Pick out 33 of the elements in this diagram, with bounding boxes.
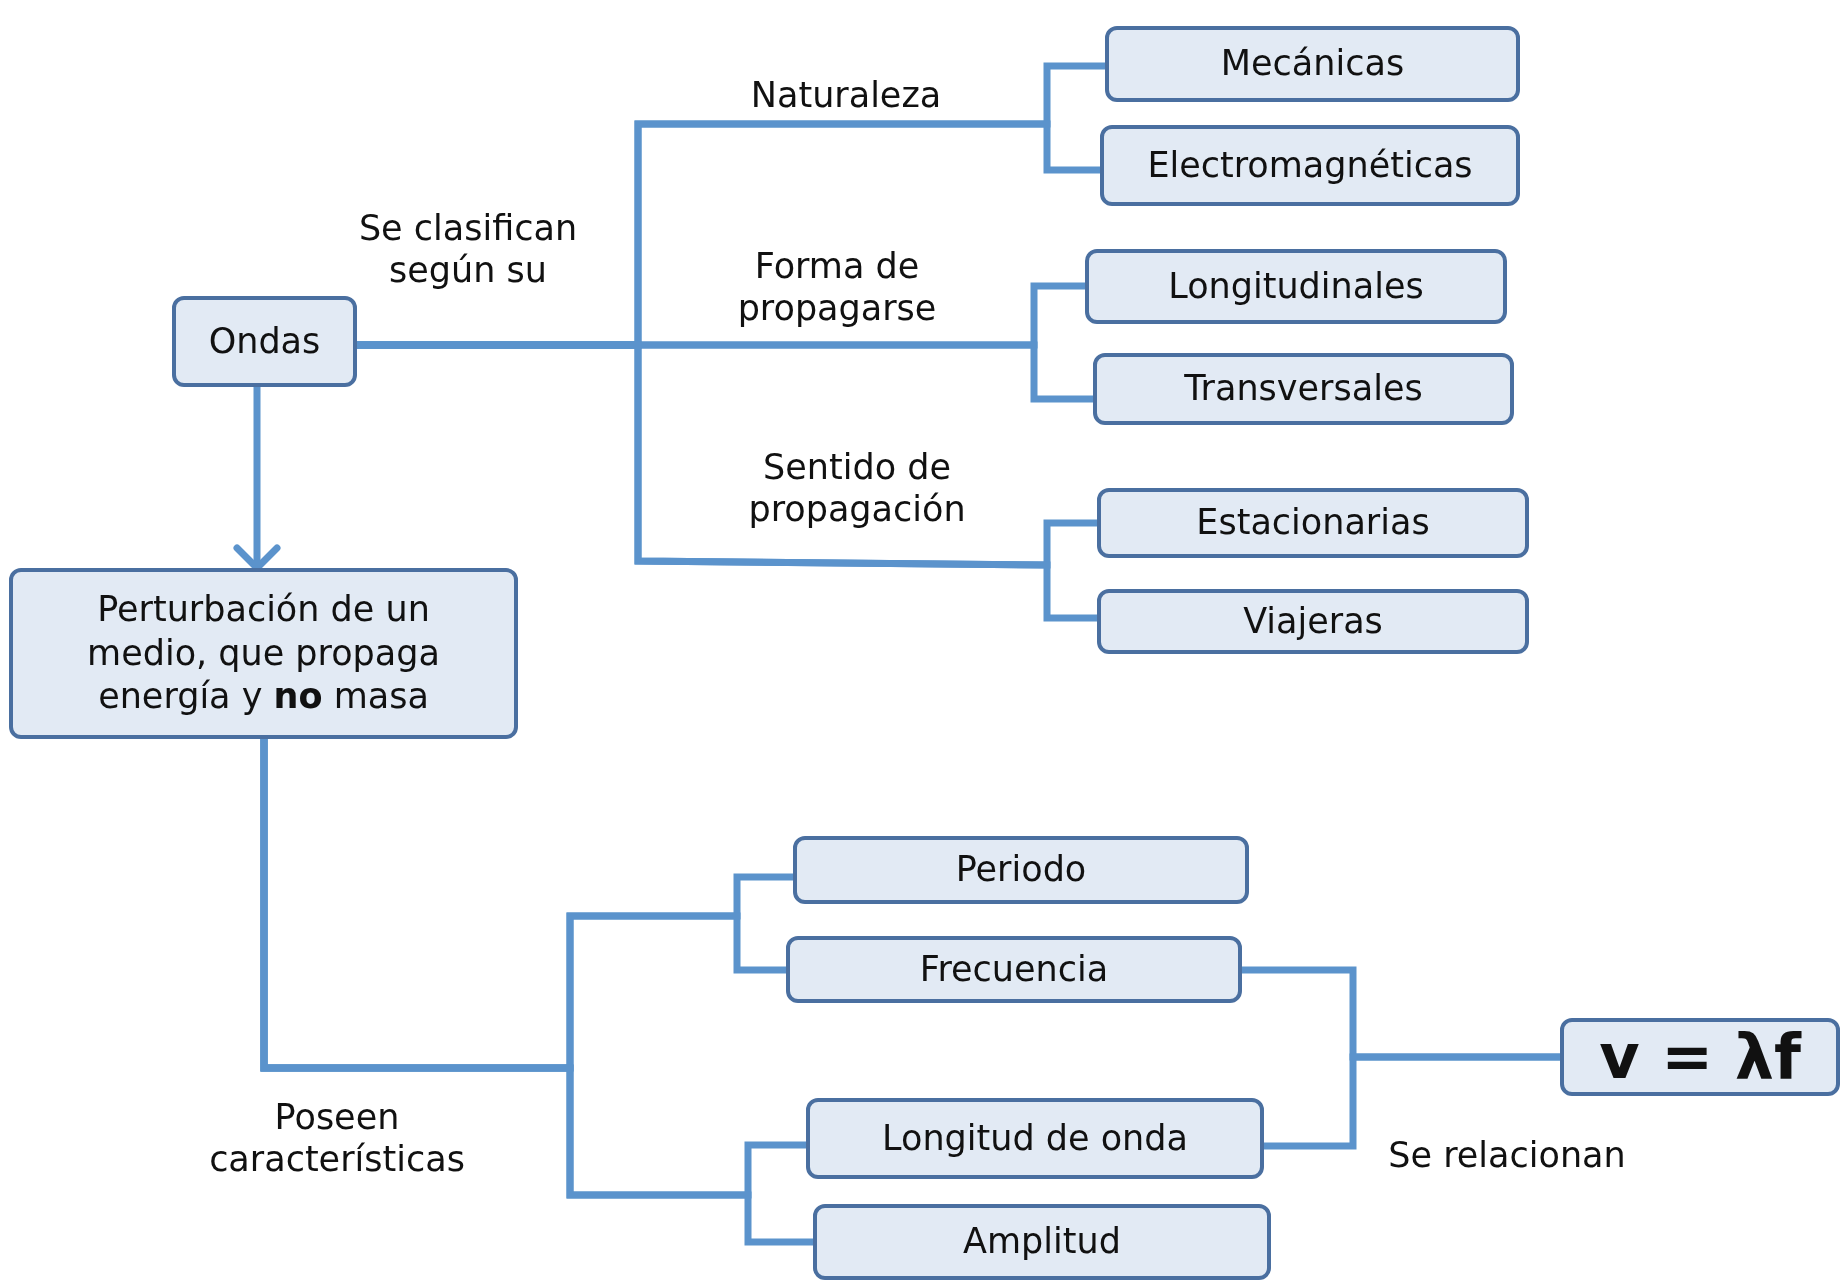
- node-text: Longitudinales: [1168, 264, 1424, 308]
- node-text: Periodo: [955, 848, 1087, 892]
- category-box: [806, 1098, 1264, 1179]
- branch-label: Sentido de propagación: [747, 446, 967, 530]
- branch-label: Poseen características: [208, 1096, 466, 1180]
- node-text: Ondas: [208, 319, 321, 363]
- branch-label: Naturaleza: [750, 74, 942, 116]
- branch-label: Se clasifican según su: [357, 207, 579, 291]
- node-text: Viajeras: [1243, 599, 1383, 643]
- branch-label: Forma de propagarse: [736, 245, 938, 329]
- category-box: [1097, 589, 1529, 654]
- category-box: [1105, 26, 1520, 102]
- category-box: [1093, 353, 1514, 425]
- connector-line: [1264, 1053, 1560, 1150]
- node-text: Mecánicas: [1220, 42, 1405, 86]
- branch-label: Se relacionan: [1387, 1134, 1627, 1176]
- category-box: [1097, 488, 1529, 558]
- node-text: Frecuencia: [919, 947, 1109, 991]
- formula-box: [1560, 1018, 1840, 1096]
- formula-text: v = λf: [1599, 1019, 1801, 1096]
- category-box: [1085, 249, 1507, 324]
- node-text: Electromagnéticas: [1147, 143, 1473, 187]
- category-box: [1100, 125, 1520, 206]
- category-box: [793, 836, 1249, 904]
- definition-box: [9, 568, 518, 739]
- node-text: Perturbación de un medio, que propaga energía y no masa: [86, 587, 441, 719]
- node-text: Estacionarias: [1196, 501, 1430, 545]
- category-box: [813, 1204, 1271, 1280]
- node-text: Longitud de onda: [882, 1116, 1188, 1160]
- node-text: Amplitud: [963, 1220, 1121, 1264]
- category-box: [786, 936, 1242, 1003]
- concept-box: [172, 296, 357, 387]
- node-text: Transversales: [1184, 367, 1423, 411]
